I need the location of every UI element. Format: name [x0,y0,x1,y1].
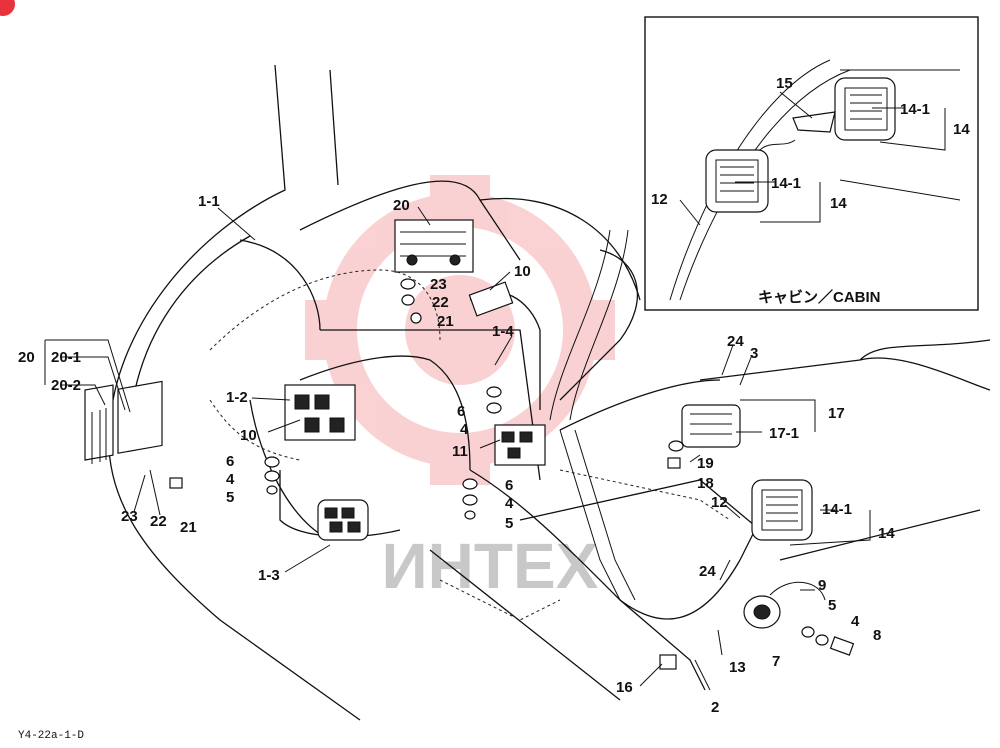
callout-14-inset-upper: 14 [953,121,970,138]
callout-14-1-inset-lower: 14-1 [771,175,801,192]
callout-4-left: 4 [226,471,235,488]
leader-lines [44,206,871,691]
work-lamp-14 [751,479,813,541]
callout-17-1: 17-1 [769,425,799,442]
machine-frame [108,64,991,721]
callout-5-right: 5 [828,597,836,614]
callout-labels: 1-1 1-2 1-3 1-4 2 3 4 4 4 4 5 5 5 6 6 6 … [18,75,970,742]
callout-12-inset: 12 [651,191,668,208]
callout-24-lower: 24 [699,563,716,580]
callout-23-top: 23 [430,276,447,293]
callout-22-left: 22 [150,513,167,530]
wiring-harness [129,229,781,691]
washers-left [169,278,829,646]
callout-14-1-main: 14-1 [822,501,852,518]
callout-1-1: 1-1 [198,193,220,210]
callout-14-inset-lower: 14 [830,195,847,212]
callout-21-left: 21 [180,519,197,536]
cabin-caption: キャビン／CABIN [758,288,881,306]
connector-cluster-1-3 [317,499,369,541]
callout-18: 18 [697,475,714,492]
horn-7 [743,581,826,629]
cabin-inset-frame [644,16,979,311]
callout-5-left: 5 [226,489,234,506]
relay-group-1-2 [284,384,356,441]
bolt-8 [829,636,855,656]
callout-4-mid: 4 [460,421,469,438]
callout-24-upper: 24 [727,333,744,350]
callout-11: 11 [452,443,468,460]
callout-10-left: 10 [240,427,257,444]
callout-8: 8 [873,627,881,644]
left-lamp-20 [84,380,163,464]
relay-10-upper [468,281,514,317]
callout-4-right: 4 [851,613,860,630]
callout-16: 16 [616,679,633,696]
callout-2: 2 [711,699,719,716]
cabin-inset-drawing [669,59,961,301]
callout-6-lower: 6 [505,477,513,494]
callout-10-upper: 10 [514,263,531,280]
work-lamp-17 [681,404,741,448]
callout-20-top: 20 [393,197,410,214]
callout-20-left: 20 [18,349,35,366]
corner-mark [0,0,15,16]
callout-13: 13 [729,659,746,676]
drawing-code: Y4-22a-1-D [18,730,84,742]
callout-6-left: 6 [226,453,234,470]
callout-1-4: 1-4 [492,323,514,340]
callout-15: 15 [776,75,793,92]
callout-3: 3 [750,345,758,362]
callout-4-lower: 4 [505,495,514,512]
callout-20-1: 20-1 [51,349,81,366]
callout-20-2: 20-2 [51,377,81,394]
callout-5-lower: 5 [505,515,513,532]
fuse-box-20 [394,219,474,273]
callout-1-2: 1-2 [226,389,248,406]
callout-17: 17 [828,405,845,422]
callout-7: 7 [772,653,780,670]
watermark-text: ИНТЕХ [382,530,599,602]
grommet-16 [659,654,677,670]
callout-14-1-inset-upper: 14-1 [900,101,930,118]
callout-6-mid: 6 [457,403,465,420]
callout-23-left: 23 [121,508,138,525]
relay-group-11 [494,424,546,466]
callout-1-3: 1-3 [258,567,280,584]
callout-14-main: 14 [878,525,895,542]
callout-12-main: 12 [711,494,728,511]
callout-21-top: 21 [437,313,454,330]
callout-19: 19 [697,455,714,472]
callout-9: 9 [818,577,826,594]
callout-22-top: 22 [432,294,449,311]
